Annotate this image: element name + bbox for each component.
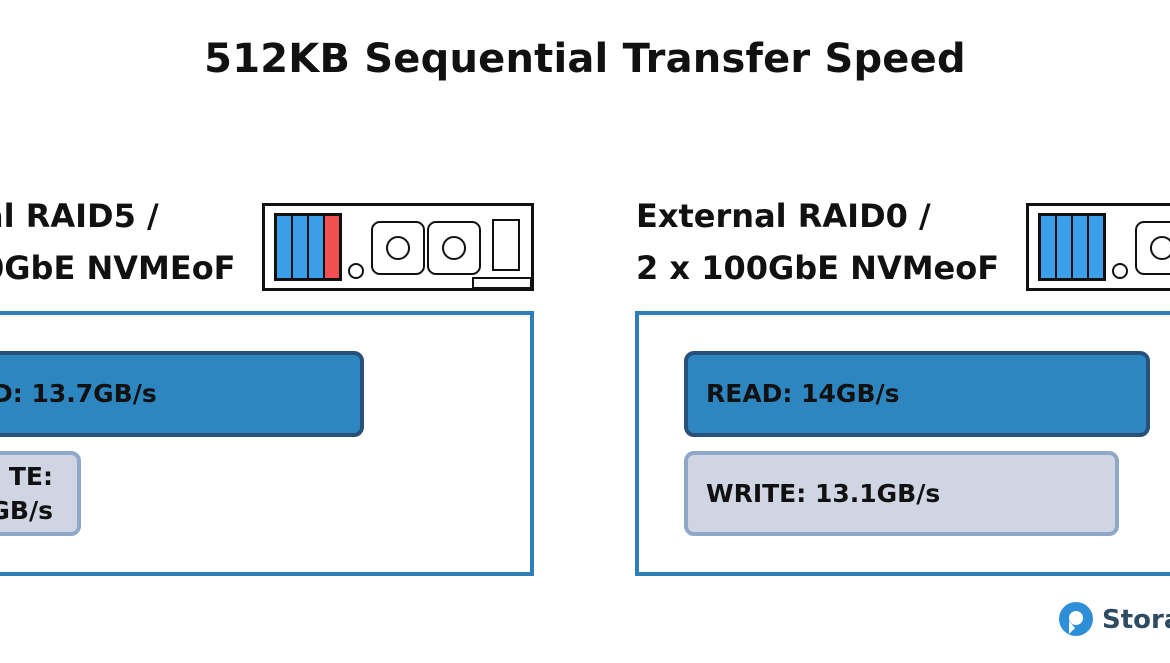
right-raid0-device-icon <box>1026 203 1170 291</box>
right-read-bar: READ: 14GB/s <box>684 351 1150 437</box>
right-panel-label-line1: External RAID0 / <box>636 197 931 235</box>
storage-logo-icon <box>1059 602 1093 636</box>
left-write-bar: TE: GB/s <box>0 451 81 536</box>
drive-bay-4 <box>323 214 341 280</box>
drive-bay-3 <box>1071 214 1089 280</box>
left-panel-label: al RAID5 / 0GbE NVMEoF <box>0 190 236 294</box>
right-panel-label: External RAID0 / 2 x 100GbE NVMeoF <box>636 190 999 294</box>
status-led-icon <box>1112 263 1128 279</box>
drive-bay-1 <box>1039 214 1057 280</box>
chart-title: 512KB Sequential Transfer Speed <box>204 36 966 82</box>
raid0-enclosure-icon <box>1038 213 1170 281</box>
left-read-bar: D: 13.7GB/s <box>0 351 364 437</box>
left-read-label: D: 13.7GB/s <box>0 379 157 408</box>
right-write-bar: WRITE: 13.1GB/s <box>684 451 1119 536</box>
drive-bay-3 <box>307 214 325 280</box>
raid5-enclosure-icon <box>274 213 532 289</box>
drive-bay-2 <box>1055 214 1073 280</box>
drive-bay-2 <box>291 214 309 280</box>
drive-bay-4 <box>1087 214 1105 280</box>
left-panel-label-line1: al RAID5 / <box>0 197 159 235</box>
left-panel-label-line2: 0GbE NVMEoF <box>0 249 236 287</box>
right-panel-label-line2: 2 x 100GbE NVMeoF <box>636 249 1000 287</box>
right-read-label: READ: 14GB/s <box>706 379 900 408</box>
drive-bay-1 <box>275 214 293 280</box>
base-rail <box>472 277 532 289</box>
storage-logo: Stora <box>1058 600 1170 640</box>
logo-text: Stora <box>1102 605 1170 635</box>
left-write-label: TE: GB/s <box>0 461 53 525</box>
slot <box>492 219 520 271</box>
status-led-icon <box>348 263 364 279</box>
left-raid5-device-icon <box>262 203 534 291</box>
right-write-label: WRITE: 13.1GB/s <box>706 478 941 508</box>
